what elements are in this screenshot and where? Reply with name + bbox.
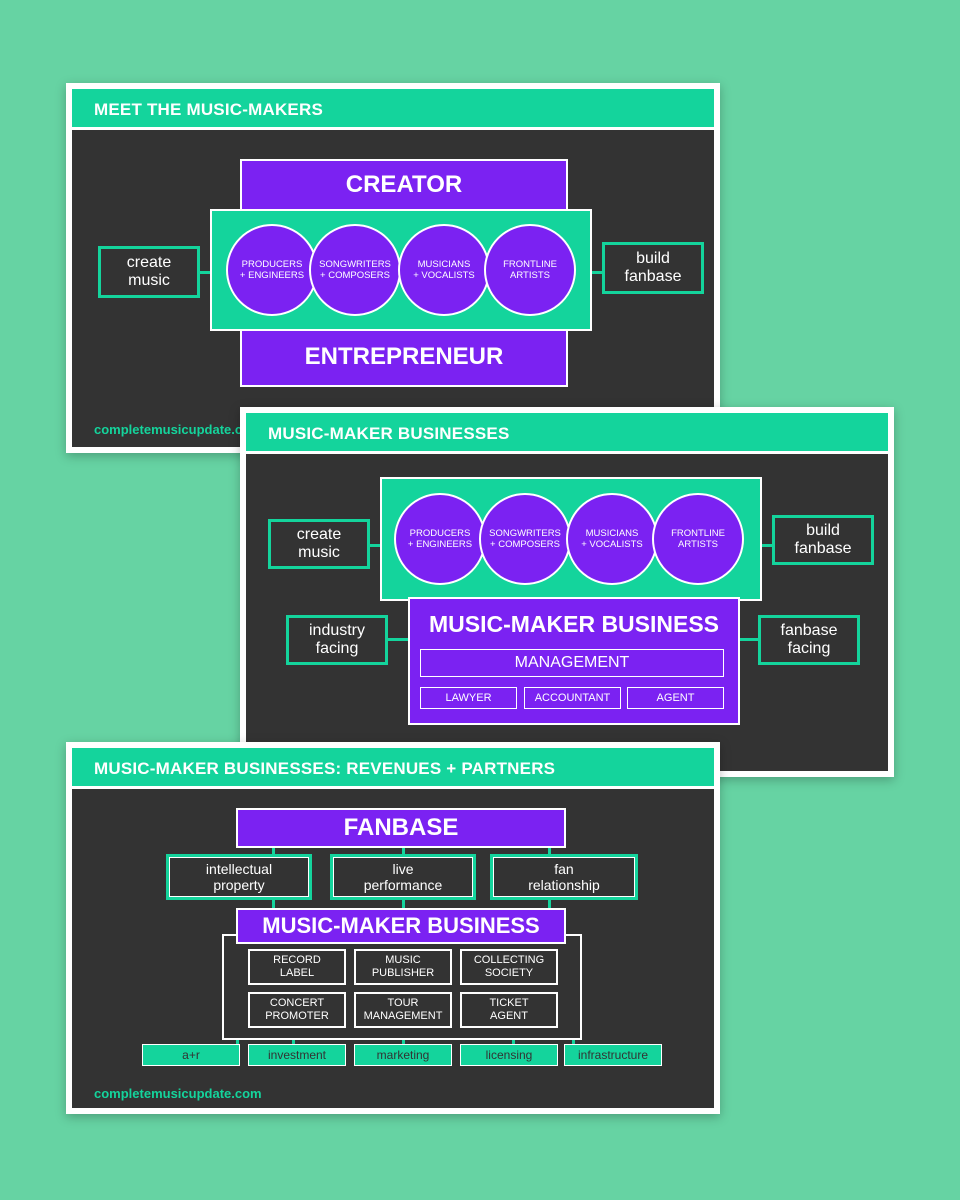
slide-revenues-partners: MUSIC-MAKER BUSINESSES: REVENUES + PARTN… [66, 742, 720, 1114]
industry-facing-box: industry facing [286, 615, 388, 665]
intellectual-property-box: intellectual property [166, 854, 312, 900]
business-title: MUSIC-MAKER BUSINESS [428, 611, 720, 637]
create-music-box: create music [98, 246, 200, 298]
circle-frontline-artists: FRONTLINE ARTISTS [484, 224, 576, 316]
circle-songwriters: SONGWRITERS + COMPOSERS [309, 224, 401, 316]
fanbase-label: FANBASE [236, 808, 566, 848]
ticket-agent-box: TICKET AGENT [460, 992, 558, 1028]
infrastructure-tag: infrastructure [564, 1044, 662, 1066]
circle-producers: PRODUCERS + ENGINEERS [394, 493, 486, 585]
connector-right-top [756, 544, 780, 547]
concert-promoter-box: CONCERT PROMOTER [248, 992, 346, 1028]
connector-fan-business [548, 898, 551, 912]
circle-musicians: MUSICIANS + VOCALISTS [398, 224, 490, 316]
lawyer-box: LAWYER [420, 687, 517, 709]
licensing-tag: licensing [460, 1044, 558, 1066]
investment-tag: investment [248, 1044, 346, 1066]
fan-relationship-box: fan relationship [490, 854, 638, 900]
music-maker-business-label: MUSIC-MAKER BUSINESS [236, 908, 566, 944]
slide-header: MUSIC-MAKER BUSINESSES: REVENUES + PARTN… [72, 748, 714, 789]
collecting-society-box: COLLECTING SOCIETY [460, 949, 558, 985]
footer-url: completemusicupdate.com [94, 422, 262, 437]
connector-left-top [366, 544, 386, 547]
footer-url: completemusicupdate.com [94, 1086, 262, 1101]
marketing-tag: marketing [354, 1044, 452, 1066]
connector-fanbase-fan [548, 844, 551, 858]
music-publisher-box: MUSIC PUBLISHER [354, 949, 452, 985]
entrepreneur-label: ENTREPRENEUR [240, 329, 568, 387]
create-music-box: create music [268, 519, 370, 569]
slide-title: MUSIC-MAKER BUSINESSES [268, 424, 510, 443]
build-fanbase-box: build fanbase [602, 242, 704, 294]
circle-producers: PRODUCERS + ENGINEERS [226, 224, 318, 316]
slide-title: MEET THE MUSIC-MAKERS [94, 100, 323, 119]
slide-meet-the-music-makers: MEET THE MUSIC-MAKERS CREATOR ENTREPRENE… [66, 83, 720, 453]
slide-header: MEET THE MUSIC-MAKERS [72, 89, 714, 130]
music-maker-business-panel: MUSIC-MAKER BUSINESS MANAGEMENT LAWYER A… [408, 597, 740, 725]
connector-right [580, 271, 606, 274]
circle-songwriters: SONGWRITERS + COMPOSERS [479, 493, 571, 585]
connector-ip-business [272, 898, 275, 912]
slide-header: MUSIC-MAKER BUSINESSES [246, 413, 888, 454]
connector-live-business [402, 898, 405, 912]
slide-title: MUSIC-MAKER BUSINESSES: REVENUES + PARTN… [94, 759, 556, 778]
circle-frontline-artists: FRONTLINE ARTISTS [652, 493, 744, 585]
connector-fanbase-ip [272, 844, 275, 858]
circle-musicians: MUSICIANS + VOCALISTS [566, 493, 658, 585]
creator-label: CREATOR [240, 159, 568, 215]
slide-music-maker-businesses: MUSIC-MAKER BUSINESSES PRODUCERS + ENGIN… [240, 407, 894, 777]
connector-fanbase-live [402, 844, 405, 858]
ar-tag: a+r [142, 1044, 240, 1066]
tour-management-box: TOUR MANAGEMENT [354, 992, 452, 1028]
record-label-box: RECORD LABEL [248, 949, 346, 985]
accountant-box: ACCOUNTANT [524, 687, 621, 709]
connector-left [198, 271, 212, 274]
fanbase-facing-box: fanbase facing [758, 615, 860, 665]
live-performance-box: live performance [330, 854, 476, 900]
connector-left-bottom [386, 638, 410, 641]
agent-box: AGENT [627, 687, 724, 709]
management-box: MANAGEMENT [420, 649, 724, 677]
connector-right-bottom [736, 638, 760, 641]
build-fanbase-box: build fanbase [772, 515, 874, 565]
